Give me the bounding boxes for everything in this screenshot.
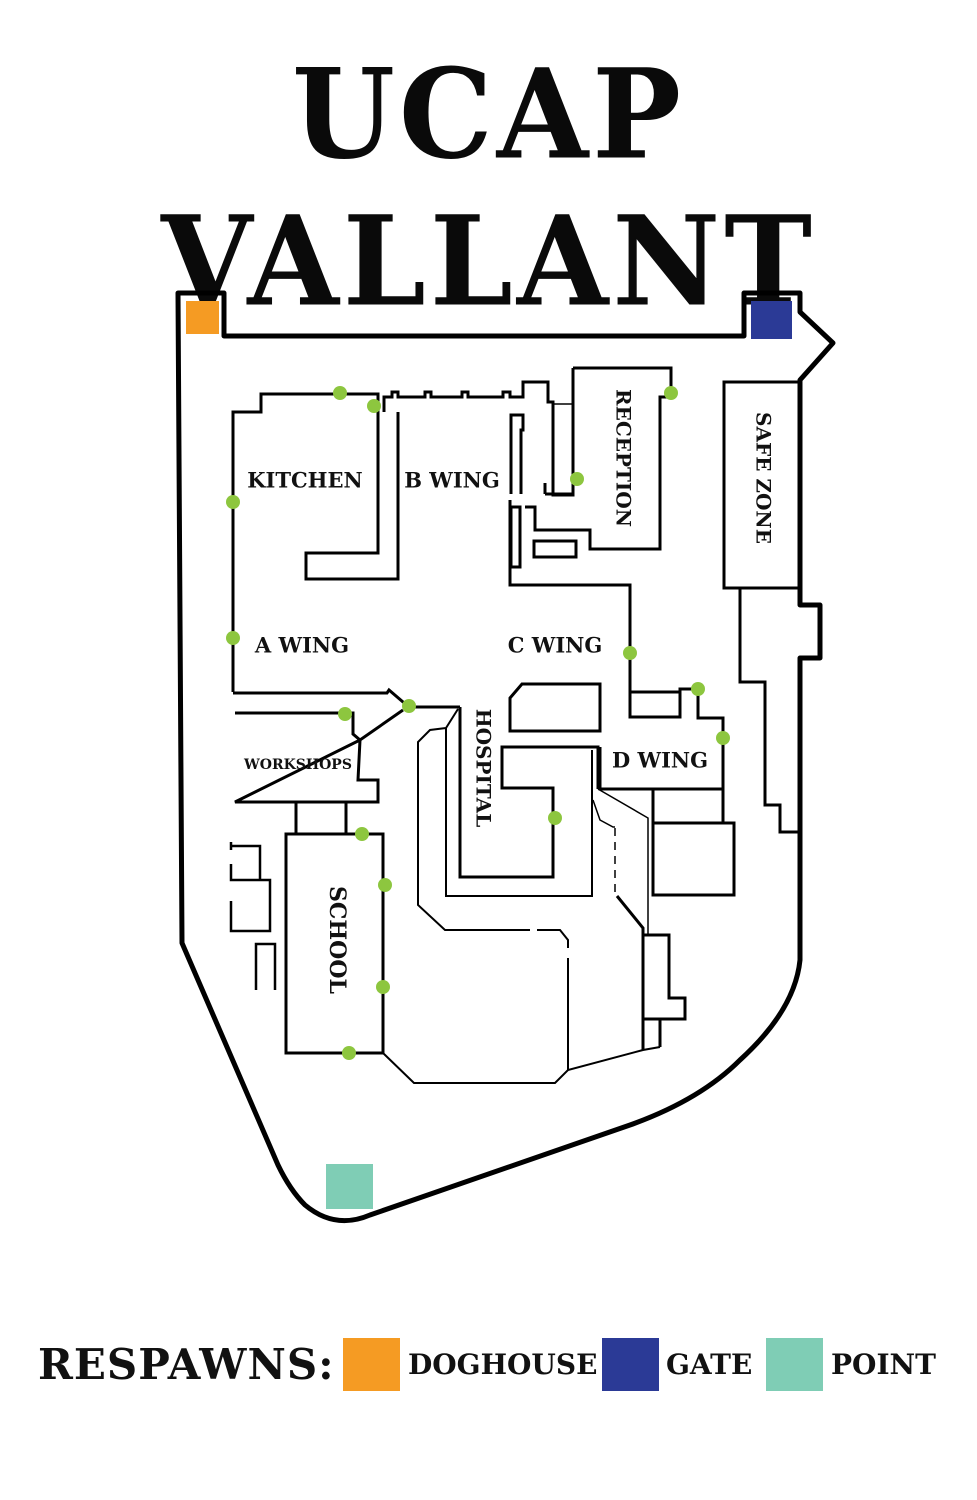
c-wing-box (508, 682, 602, 733)
door-marker (378, 878, 392, 892)
spawn-point-marker (326, 1164, 373, 1209)
door-marker (333, 386, 347, 400)
room-label-workshops: WORKSHOPS (243, 757, 352, 773)
reception-wall (543, 366, 673, 496)
legend-title: RESPAWNS: (38, 1340, 335, 1389)
door-marker (376, 980, 390, 994)
room-labels: KITCHEN B WING RECEPTION SAFE ZONE A WING C W… (243, 389, 775, 994)
door-marker (338, 707, 352, 721)
courtyard-wall (382, 1046, 661, 1084)
d-wing-diagonal (592, 788, 649, 935)
door-marker (367, 399, 381, 413)
room-label-kitchen: KITCHEN (247, 468, 362, 493)
outer-wall (175, 290, 836, 1224)
hospital-outer-wall (417, 708, 593, 1070)
door-marker (342, 1046, 356, 1060)
room-label-hospital: HOSPITAL (472, 709, 496, 828)
side-structure (229, 842, 277, 990)
b-wing-inner-wall (508, 413, 725, 823)
legend-swatch-doghouse (343, 1338, 400, 1391)
legend-swatch-point (766, 1338, 823, 1391)
room-label-b-wing: B WING (404, 468, 500, 493)
door-marker (716, 731, 730, 745)
door-marker (623, 646, 637, 660)
room-label-a-wing: A WING (254, 633, 349, 658)
d-wing-stair (615, 895, 687, 1050)
door-marker (226, 631, 240, 645)
room-label-d-wing: D WING (612, 748, 708, 773)
door-marker (226, 495, 240, 509)
legend-swatch-gate (602, 1338, 659, 1391)
hospital-wall (458, 707, 600, 879)
respawn-legend: RESPAWNS: DOGHOUSE GATE POINT (0, 1336, 977, 1392)
workshops-corridor (294, 802, 348, 834)
legend-label-doghouse: DOGHOUSE (408, 1348, 598, 1381)
door-markers (226, 386, 730, 1060)
a-wing-bottom-wall (233, 687, 460, 709)
room-label-reception: RECEPTION (612, 389, 636, 527)
spawn-doghouse-marker (186, 301, 219, 334)
workshops-wall (234, 708, 404, 804)
b-wing-top-wall (382, 368, 575, 497)
door-marker (570, 472, 584, 486)
map-title: UCAP VALLANT (160, 41, 817, 334)
b-wing-pillar (509, 505, 522, 569)
door-marker (691, 682, 705, 696)
door-marker (402, 699, 416, 713)
legend-label-point: POINT (831, 1348, 936, 1381)
safe-zone-wall (722, 380, 800, 834)
door-marker (664, 386, 678, 400)
door-marker (355, 827, 369, 841)
room-label-school: SCHOOL (324, 886, 350, 994)
kitchen-wall (231, 392, 400, 692)
room-label-c-wing: C WING (508, 633, 603, 658)
b-wing-lower (525, 395, 670, 551)
door-marker (548, 811, 562, 825)
d-wing-small-box (628, 692, 682, 719)
legend-label-gate: GATE (666, 1348, 753, 1381)
spawn-gate-marker (751, 301, 792, 339)
school-wall (284, 832, 385, 1055)
d-wing-wall (598, 747, 736, 897)
room-label-safe-zone: SAFE ZONE (752, 412, 776, 544)
b-wing-counter (532, 539, 578, 559)
